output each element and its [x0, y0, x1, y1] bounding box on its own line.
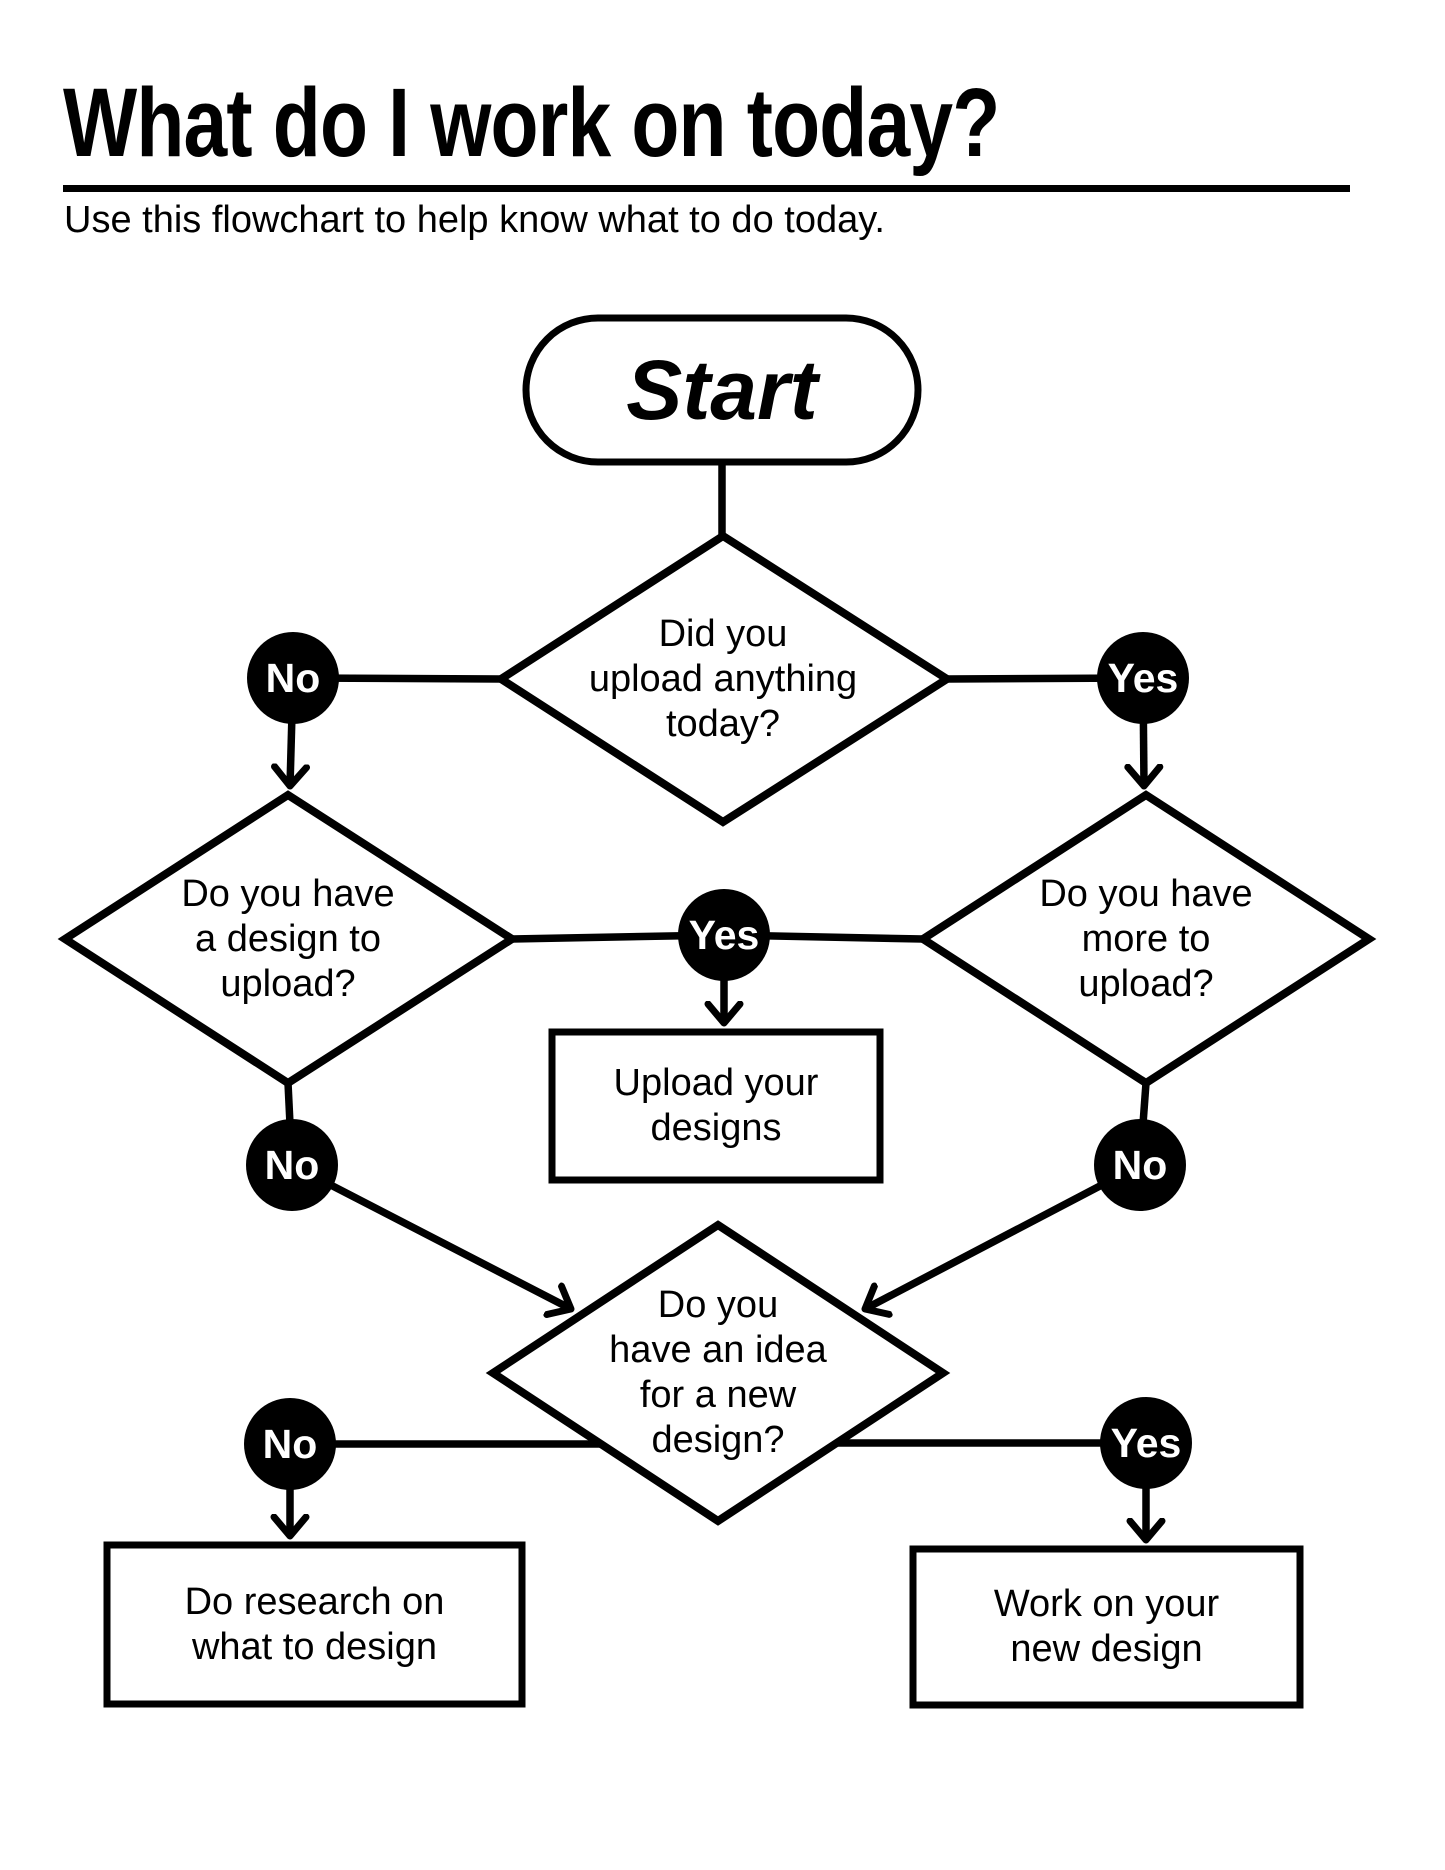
- action-line: designs: [650, 1107, 782, 1149]
- edge-circle-yes-1: [1097, 632, 1189, 724]
- decision-upload-today-label: Did you upload anything today?: [523, 599, 923, 759]
- edge-label-yes-1: Yes: [1107, 654, 1179, 701]
- decision-line: for a new: [639, 1374, 797, 1416]
- decision-more-to-upload-label: Do you have more to upload?: [946, 859, 1346, 1019]
- decision-line: upload?: [1078, 962, 1214, 1005]
- action-do-research-shape: [103, 1541, 526, 1708]
- edge-circle-no-1: [247, 632, 339, 724]
- decision-design-to-upload-shape: [57, 790, 520, 1088]
- edge-label-yes-center: Yes: [688, 911, 760, 958]
- edge-circle-no-2l: [246, 1119, 338, 1211]
- edge-circle-no-3: [244, 1398, 336, 1490]
- action-line: Do research on: [184, 1580, 445, 1623]
- decision-line: Do you have: [1039, 872, 1253, 915]
- decision-idea-new-design-shape: [485, 1220, 951, 1526]
- decision-idea-new-design-label: Do you have an idea for a new design?: [518, 1270, 918, 1476]
- action-work-new-design-shape: [909, 1545, 1304, 1709]
- decision-line: upload?: [220, 962, 356, 1005]
- edge-label-no-1: No: [265, 654, 321, 701]
- page-title: What do I work on today?: [63, 74, 1219, 171]
- action-do-research-label: Do research on what to design: [107, 1545, 522, 1704]
- edge-label-no-2r: No: [1112, 1141, 1168, 1188]
- action-upload-designs-label: Upload your designs: [552, 1032, 880, 1180]
- decision-design-to-upload-label: Do you have a design to upload?: [88, 859, 488, 1019]
- action-line: Work on your: [993, 1583, 1220, 1625]
- decision-line: more to: [1081, 917, 1211, 960]
- edge-label-no-3: No: [262, 1420, 318, 1467]
- action-upload-designs-shape: [548, 1028, 884, 1184]
- page-subtitle: Use this flowchart to help know what to …: [64, 199, 885, 241]
- decision-more-to-upload-shape: [915, 790, 1377, 1088]
- title-divider: [63, 185, 1350, 192]
- action-work-new-design-label: Work on your new design: [913, 1549, 1300, 1705]
- edge-circle-yes-3: [1100, 1397, 1192, 1489]
- arrow-no2l-to-q3: [290, 1161, 571, 1309]
- arrow-no2r-to-q3: [865, 1161, 1142, 1309]
- decision-line: Do you have: [181, 872, 395, 915]
- page-title-text: What do I work on today?: [63, 68, 1000, 177]
- edge-label-no-2l: No: [264, 1141, 320, 1188]
- start-node-shape: [522, 314, 922, 466]
- decision-line: today?: [665, 702, 781, 745]
- decision-line: Do you: [657, 1284, 779, 1326]
- decision-line: Did you: [658, 612, 788, 655]
- edge-circle-no-2r: [1094, 1119, 1186, 1211]
- action-line: what to design: [191, 1625, 438, 1668]
- edge-circle-yes-center: [678, 889, 770, 981]
- action-line: Upload your: [613, 1062, 819, 1104]
- start-node-label: Start: [626, 343, 818, 437]
- action-line: new design: [1010, 1628, 1203, 1670]
- decision-line: upload anything: [588, 657, 858, 700]
- decision-upload-today-shape: [493, 531, 955, 827]
- decision-line: have an idea: [609, 1329, 827, 1371]
- decision-line: a design to: [195, 917, 381, 960]
- decision-line: design?: [651, 1419, 785, 1461]
- edge-label-yes-3: Yes: [1110, 1419, 1182, 1466]
